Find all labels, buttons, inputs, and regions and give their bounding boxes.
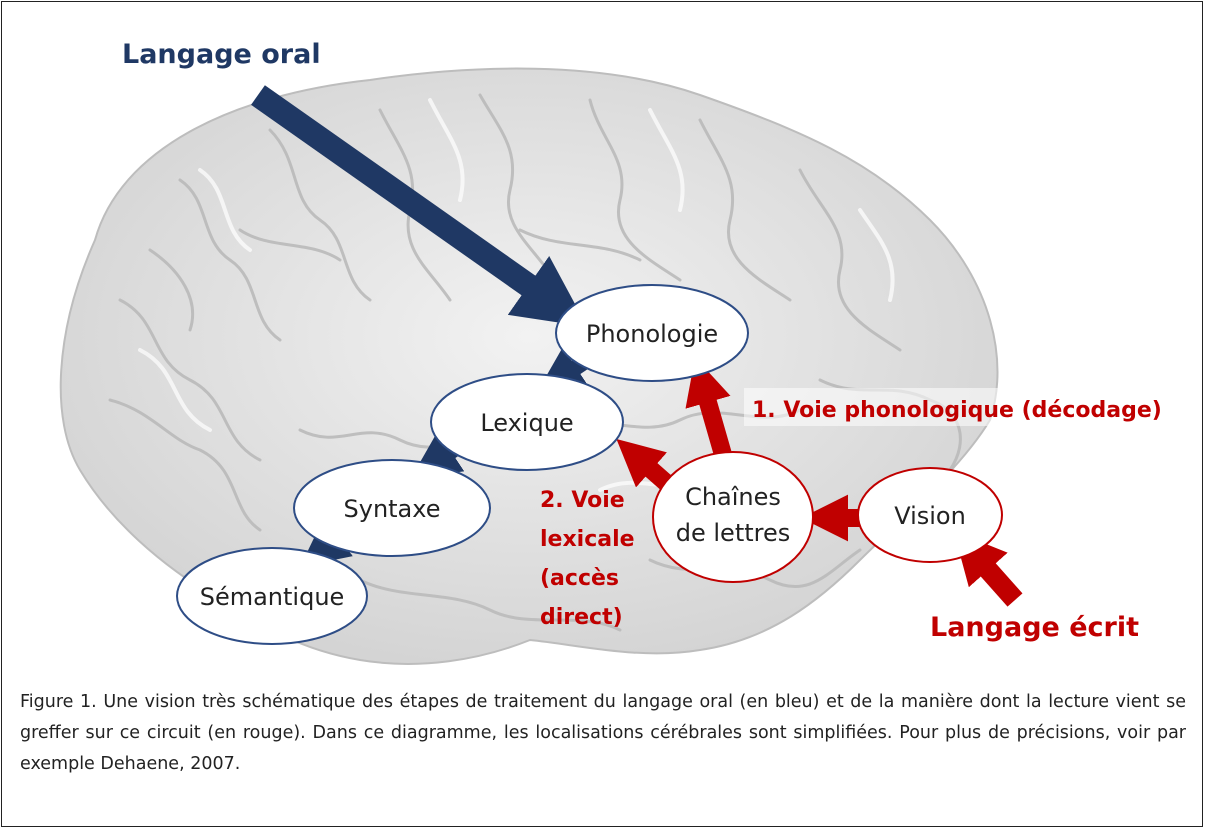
brain-diagram: Phonologie Lexique Syntaxe Sémantique Ch… <box>59 39 1196 665</box>
node-chaines-label-line1: Chaînes <box>685 483 781 511</box>
node-phonologie-label: Phonologie <box>586 320 718 348</box>
lexical-path-line: direct) <box>540 605 623 630</box>
lexical-path-label: 2. Voie lexicale (accès direct) <box>540 488 635 630</box>
node-lexique-label: Lexique <box>480 409 573 437</box>
node-syntaxe-label: Syntaxe <box>344 495 441 523</box>
lexical-path-line: 2. Voie <box>540 488 625 513</box>
node-vision <box>857 467 1003 563</box>
node-lexique <box>430 373 624 471</box>
node-semantique <box>176 547 368 645</box>
oral-input-arrow <box>251 85 588 327</box>
phonological-path-label-bg <box>744 388 1196 426</box>
written-language-label: Langage écrit <box>930 612 1139 643</box>
node-phonologie <box>555 284 749 382</box>
node-chaines-de-lettres <box>652 451 814 583</box>
node-chaines-label-line2: de lettres <box>676 519 791 547</box>
node-syntaxe <box>293 459 491 557</box>
written-input-arrow <box>953 531 1023 607</box>
lexical-path-line: lexicale <box>540 527 635 552</box>
figure-caption: Figure 1. Une vision très schématique de… <box>20 692 1186 774</box>
node-vision-label: Vision <box>894 502 966 530</box>
lexical-path-line: (accès <box>540 566 619 591</box>
node-semantique-label: Sémantique <box>200 583 345 611</box>
oral-language-label: Langage oral <box>122 39 321 70</box>
phonological-path-label: 1. Voie phonologique (décodage) <box>752 398 1162 423</box>
